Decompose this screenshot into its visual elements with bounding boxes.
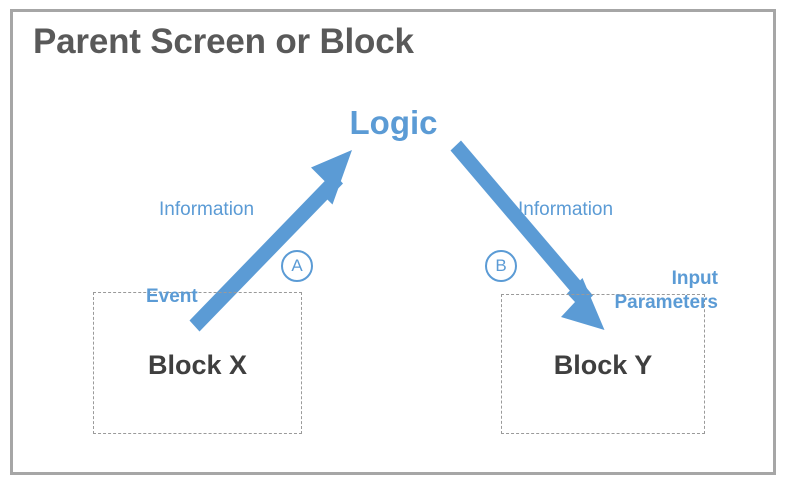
input-parameters-line-2: Parameters xyxy=(614,292,718,314)
parent-container-frame xyxy=(10,9,776,475)
flow-a-information-label: Information xyxy=(159,199,255,220)
flow-marker-b[interactable]: B xyxy=(485,250,517,282)
block-x-event-port-label: Event xyxy=(146,286,198,307)
block-x-label: Block X xyxy=(147,350,248,380)
block-y-label: Block Y xyxy=(553,350,653,380)
input-parameters-line-1: Input xyxy=(671,268,718,289)
flow-marker-a[interactable]: A xyxy=(281,250,313,282)
block-y-container[interactable] xyxy=(501,294,705,434)
logic-node-label: Logic xyxy=(349,104,438,141)
block-y-input-parameters-port-label: Input Parameters xyxy=(560,267,718,316)
flow-b-information-label: Information xyxy=(518,199,614,220)
page-title: Parent Screen or Block xyxy=(33,22,414,61)
block-x-container[interactable] xyxy=(93,292,302,434)
